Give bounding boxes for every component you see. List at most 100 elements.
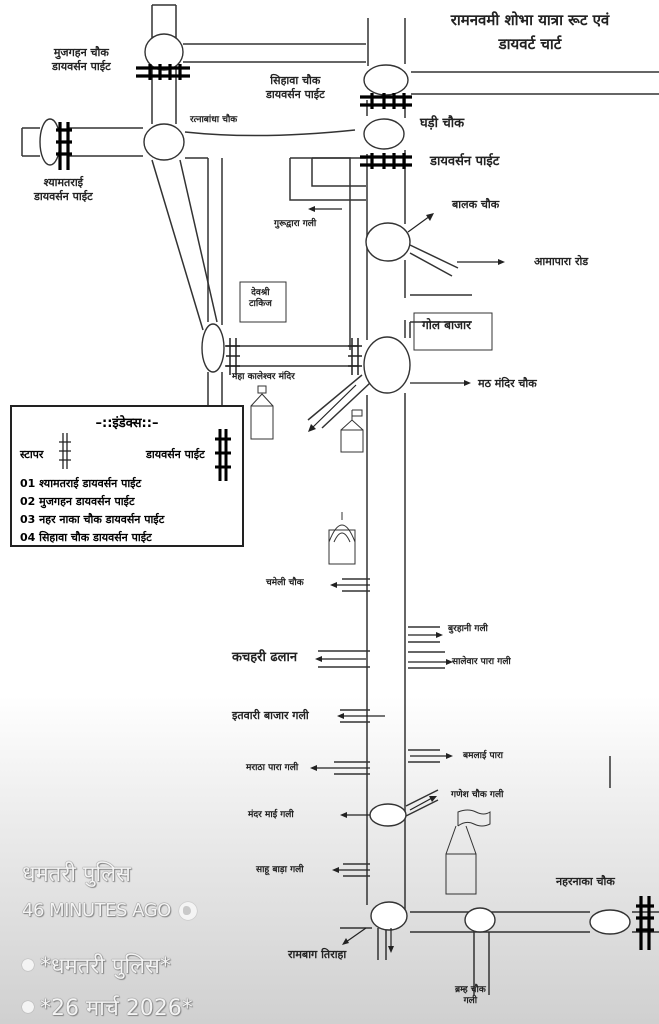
map-title: रामनवमी शोभा यात्रा रूट एवं डायवर्ट चार्…: [410, 8, 650, 56]
arrow-maratha: [310, 765, 370, 771]
label-naharnaka: नहरनाका चौक: [556, 875, 615, 888]
arrow-amapara: [457, 259, 505, 265]
road: [409, 244, 459, 277]
road: [405, 789, 439, 817]
road: [343, 863, 370, 877]
road: [68, 127, 143, 157]
road: [318, 650, 370, 668]
map-title-line2: डायवर्ट चार्ट: [498, 35, 562, 53]
stopper-marker: [348, 338, 362, 375]
label-ganesh: गणेश चौक गली: [451, 790, 504, 800]
label-chameli: चमेली चौक: [266, 578, 304, 588]
arrow-mandar-mai: [340, 812, 370, 818]
arrow-rambagh: [342, 927, 367, 945]
label-shyamtarai: श्यामतराई डायवर्सन पाईट: [34, 176, 93, 204]
label-line: ब्रम्ह चौक: [455, 985, 486, 995]
label-line: टाकिज: [249, 299, 272, 310]
naharnaka-node: [589, 909, 631, 935]
road: [377, 928, 387, 960]
story-timestamp: 46 MINUTES AGO: [22, 900, 197, 921]
diversion-marker-sihawa: [360, 93, 412, 109]
road: [408, 749, 440, 763]
arrow-saleywar: [408, 659, 453, 665]
bullet-icon: [22, 959, 34, 971]
ratnabandha-chauk-node: [143, 123, 185, 161]
temple-flag-icon: [445, 809, 491, 895]
label-sihawa: सिहावा चौक डायवर्सन पाईट: [266, 74, 325, 102]
road: [185, 157, 223, 325]
road: [225, 345, 358, 367]
map-title-line1: रामनवमी शोभा यात्रा रूट एवं: [450, 11, 610, 29]
arrow-burhani: [408, 632, 443, 638]
temple-icon: [250, 385, 274, 440]
arrow-balak: [407, 213, 434, 233]
label-math-mandir: मठ मंदिर चौक: [478, 377, 537, 390]
legend-diversion-label: डायवर्सन पाईट: [146, 448, 205, 461]
mosque-icon: [328, 512, 356, 565]
road: [411, 71, 659, 95]
bullet-icon: [22, 1001, 34, 1013]
diversion-symbol-icon: [215, 429, 231, 481]
road: [342, 578, 370, 592]
road: [289, 157, 366, 350]
devashri-talkies-box: [239, 281, 287, 323]
label-line: देवश्री: [251, 288, 270, 298]
label-line: गली: [463, 996, 478, 1007]
story-author[interactable]: धमतरी पुलिस: [22, 862, 131, 887]
legend-items: 01 श्यामतराई डायवर्सन पाईट 02 मुजगहन डाय…: [20, 475, 164, 547]
caption-line: *धमतरी पुलिस*: [22, 950, 171, 980]
arrow-math-mandir: [410, 380, 471, 386]
arrow-kachahri: [315, 656, 366, 662]
label-bramh-chauk: ब्रम्ह चौक गली: [455, 985, 486, 1008]
legend-item: 03 नहर नाका चौक डायवर्सन पाईट: [20, 513, 165, 526]
label-saleywar: सालेवार पारा गली: [452, 657, 511, 667]
road: [311, 157, 366, 187]
diversion-marker-ghadi: [360, 153, 412, 169]
caption-text: *धमतरी पुलिस*: [40, 954, 171, 979]
label-amapara: आमापारा रोड: [534, 255, 589, 268]
label-bamlai: बमलाई पारा: [463, 751, 503, 761]
label-line: डायवर्सन पाईट: [266, 87, 325, 101]
arrow-bamlai: [410, 753, 453, 759]
road: [307, 374, 371, 429]
label-line: श्यामतराई: [43, 176, 84, 189]
arrow-ganesh: [409, 796, 437, 811]
road: [151, 159, 218, 331]
stopper-symbol-icon: [59, 433, 71, 469]
diversion-marker-naharnaka: [636, 896, 654, 950]
arrow-sahu-bada: [332, 867, 370, 873]
road: [473, 932, 490, 995]
label-balak-chauk: बालक चौक: [452, 198, 500, 211]
road: [408, 626, 440, 643]
arrow-chameli: [330, 582, 370, 588]
road: [207, 372, 223, 405]
junction-node: [201, 323, 225, 373]
diversion-marker-mujgahan: [136, 64, 190, 80]
label-line: मुजगहन चौक: [53, 46, 109, 59]
road: [184, 129, 356, 137]
arrow-gurudwara: [308, 206, 342, 212]
mandar-mai-node: [369, 803, 407, 827]
arrow-rambagh-down: [388, 928, 394, 953]
stopper-marker: [226, 338, 240, 375]
label-itwari: इतवारी बाजार गली: [232, 709, 309, 722]
temple-icon: [340, 409, 364, 453]
label-line: डायवर्सन पाईट: [34, 189, 93, 203]
label-ghadi-chauk: घड़ी चौक: [420, 116, 465, 131]
road: [21, 127, 40, 157]
road: [334, 761, 370, 775]
math-mandir-node: [363, 336, 411, 394]
road: [408, 651, 445, 669]
caption-text: *26 मार्च 2026*: [40, 996, 193, 1021]
caption-line: *26 मार्च 2026*: [22, 992, 193, 1022]
timestamp-text: 46 MINUTES AGO: [22, 900, 171, 921]
arrow-diagonal-sw: [308, 384, 357, 432]
ghadi-chauk-node: [363, 118, 405, 150]
balak-chauk-node: [365, 222, 411, 262]
legend-stopper-label: स्टापर: [20, 448, 44, 461]
label-ratnabandha: रत्नाबांधा चौक: [190, 115, 238, 125]
road: [409, 294, 472, 338]
label-kachahri: कचहरी ढलान: [232, 650, 298, 665]
label-ghadi-diversion: डायवर्सन पाईट: [430, 154, 500, 169]
